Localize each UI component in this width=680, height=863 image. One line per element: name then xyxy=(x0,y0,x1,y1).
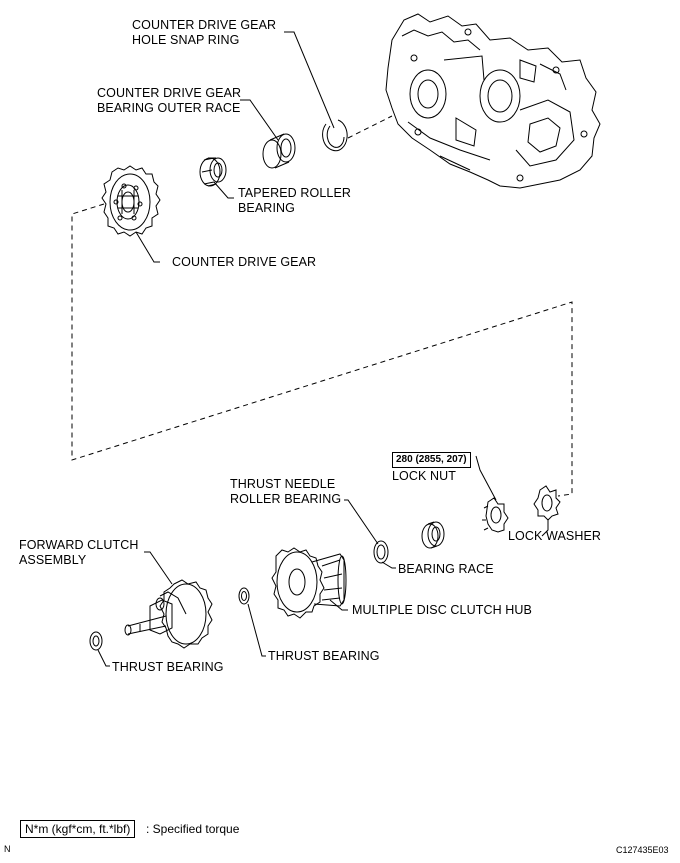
transaxle-case xyxy=(386,14,600,188)
label-outer-race-line1: COUNTER DRIVE GEAR xyxy=(97,86,242,100)
label-lock-nut: LOCK NUT xyxy=(392,469,457,483)
label-thrust-bearing-left: THRUST BEARING xyxy=(112,660,224,674)
label-lock-washer: LOCK WASHER xyxy=(508,529,602,543)
label-thrust-needle-line1: THRUST NEEDLE xyxy=(230,477,336,491)
label-thrust-bearing-mid: THRUST BEARING xyxy=(268,649,380,663)
bearing-race xyxy=(422,522,444,548)
label-forward-clutch-line1: FORWARD CLUTCH xyxy=(19,538,139,552)
figure-code: C127435E03 xyxy=(616,845,669,855)
lock-washer xyxy=(534,486,560,520)
thrust-bearing-left xyxy=(90,632,102,650)
tapered-roller-bearing xyxy=(200,158,226,186)
torque-spec-lock-nut: 280 (2855, 207) xyxy=(392,452,471,468)
label-thrust-needle-line2: ROLLER BEARING xyxy=(230,492,342,506)
label-tapered-line2: BEARING xyxy=(238,201,295,215)
bearing-outer-race xyxy=(263,134,295,168)
assembly-dashed-lines xyxy=(72,116,572,496)
thrust-bearing-mid xyxy=(239,588,249,604)
label-snap-ring-line1: COUNTER DRIVE GEAR xyxy=(132,18,277,32)
label-forward-clutch-line2: ASSEMBLY xyxy=(19,553,87,567)
corner-mark: N xyxy=(4,844,11,854)
counter-drive-gear xyxy=(102,166,160,236)
legend-torque-text: : Specified torque xyxy=(146,822,240,836)
label-bearing-race: BEARING RACE xyxy=(398,562,494,576)
multiple-disc-clutch-hub xyxy=(272,548,346,618)
label-tapered-line1: TAPERED ROLLER xyxy=(238,186,352,200)
legend-torque-units: N*m (kgf*cm, ft.*lbf) xyxy=(20,820,136,838)
thrust-needle-roller-bearing xyxy=(374,541,388,563)
label-snap-ring-line2: HOLE SNAP RING xyxy=(132,33,240,47)
leader-lines xyxy=(98,32,548,666)
label-outer-race-line2: BEARING OUTER RACE xyxy=(97,101,241,115)
label-clutch-hub: MULTIPLE DISC CLUTCH HUB xyxy=(352,603,532,617)
lock-nut xyxy=(482,498,508,532)
forward-clutch-assembly xyxy=(125,580,212,648)
label-counter-drive-gear: COUNTER DRIVE GEAR xyxy=(172,255,317,269)
hole-snap-ring xyxy=(323,120,348,151)
